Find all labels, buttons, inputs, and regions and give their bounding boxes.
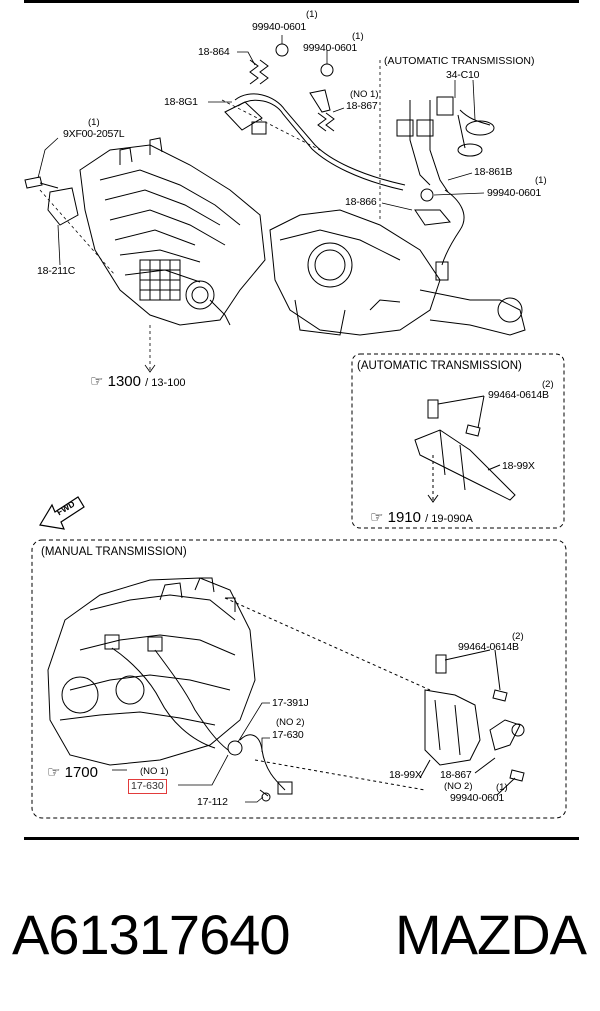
label-18-867-manual: 18-867 [440, 769, 472, 781]
label-17-391j: 17-391J [272, 697, 309, 709]
highlighted-part-17-630: 17-630 [128, 779, 167, 794]
label-18-864: 18-864 [198, 46, 230, 58]
label-99940-0601-a: 99940-0601 [252, 21, 307, 33]
label-auto-trans-header: (AUTOMATIC TRANSMISSION) [384, 55, 535, 67]
label-18-861b: 18-861B [474, 166, 513, 178]
label-99464-0614b-qty-manual: (2) [512, 631, 524, 642]
ref-1300: ☞ 1300 / 13-100 [90, 373, 186, 390]
manual-bracket-drawing [419, 649, 525, 796]
label-18-99x-manual: 18-99X [389, 769, 422, 781]
label-99940-0601-manual: 99940-0601 [450, 792, 505, 804]
ref-1300-number: 1300 [107, 373, 141, 390]
intake-manifold-drawing [79, 137, 266, 326]
label-9xf00-qty: (1) [88, 117, 100, 128]
ref-pointer-icon: ☞ [90, 373, 104, 390]
exhaust-manifold-drawing [269, 209, 526, 336]
ref-1910-number: 1910 [387, 509, 421, 526]
fwd-arrow-drawing [39, 496, 85, 530]
label-9xf00-2057l: 9XF00-2057L [63, 128, 125, 140]
parts-diagram: (1) 99940-0601 18-864 (1) 99940-0601 18-… [24, 9, 567, 819]
label-34-c10: 34-C10 [446, 69, 480, 81]
label-18-99x-auto: 18-99X [502, 460, 535, 472]
part-number: A61317640 [12, 903, 291, 966]
label-99940-0601-c: 99940-0601 [487, 187, 542, 199]
auto-box-title: (AUTOMATIC TRANSMISSION) [357, 360, 522, 372]
auto-transmission-box-outline [351, 353, 565, 529]
ref-1910-sub: 19-090A [431, 513, 473, 525]
label-99940-0601-b: 99940-0601 [303, 42, 358, 54]
ref-pointer-icon: ☞ [47, 764, 61, 781]
label-99464-0614b-qty-auto: (2) [542, 379, 554, 390]
footer: A61317640 MAZDA [0, 880, 600, 1000]
label-17-630-a: 17-630 [272, 729, 304, 741]
label-18-866: 18-866 [345, 196, 377, 208]
label-99464-0614b-manual: 99464-0614B [458, 641, 519, 653]
label-no2-manual-a: (NO 2) [276, 717, 305, 728]
bottom-rule [24, 837, 579, 840]
leader-lines-top [37, 35, 485, 373]
label-99940-0601-a-qty: (1) [306, 9, 318, 20]
label-99940-0601-b-qty: (1) [352, 31, 364, 42]
label-99464-0614b-auto: 99464-0614B [488, 389, 549, 401]
label-no1-top: (NO 1) [350, 89, 379, 100]
label-18-8g1: 18-8G1 [164, 96, 198, 108]
label-17-112: 17-112 [197, 796, 228, 808]
label-99940-0601-c-qty: (1) [535, 175, 547, 186]
label-no1-manual: (NO 1) [140, 766, 169, 777]
top-rule [24, 0, 579, 3]
ref-pointer-icon: ☞ [370, 509, 384, 526]
ref-1910: ☞ 1910 / 19-090A [370, 509, 473, 526]
ref-1300-sub: 13-100 [151, 377, 186, 389]
manual-harness-drawing [111, 597, 431, 802]
label-18-867: 18-867 [346, 100, 378, 112]
o2-sensor-harness-drawing [224, 89, 495, 281]
ref-1700: ☞ 1700 [47, 763, 98, 781]
label-18-211c: 18-211C [37, 265, 76, 277]
transmission-body-drawing [47, 577, 256, 766]
brand-name: MAZDA [395, 903, 587, 966]
manual-transmission-box-outline [31, 539, 567, 819]
label-no2-manual-b: (NO 2) [444, 781, 473, 792]
parts-diagram-drawing [24, 35, 567, 819]
ref-1700-number: 1700 [64, 764, 98, 781]
leader-lines-manual [112, 702, 270, 803]
label-99940-0601-qty-manual: (1) [496, 782, 508, 793]
manual-box-title: (MANUAL TRANSMISSION) [41, 546, 187, 558]
